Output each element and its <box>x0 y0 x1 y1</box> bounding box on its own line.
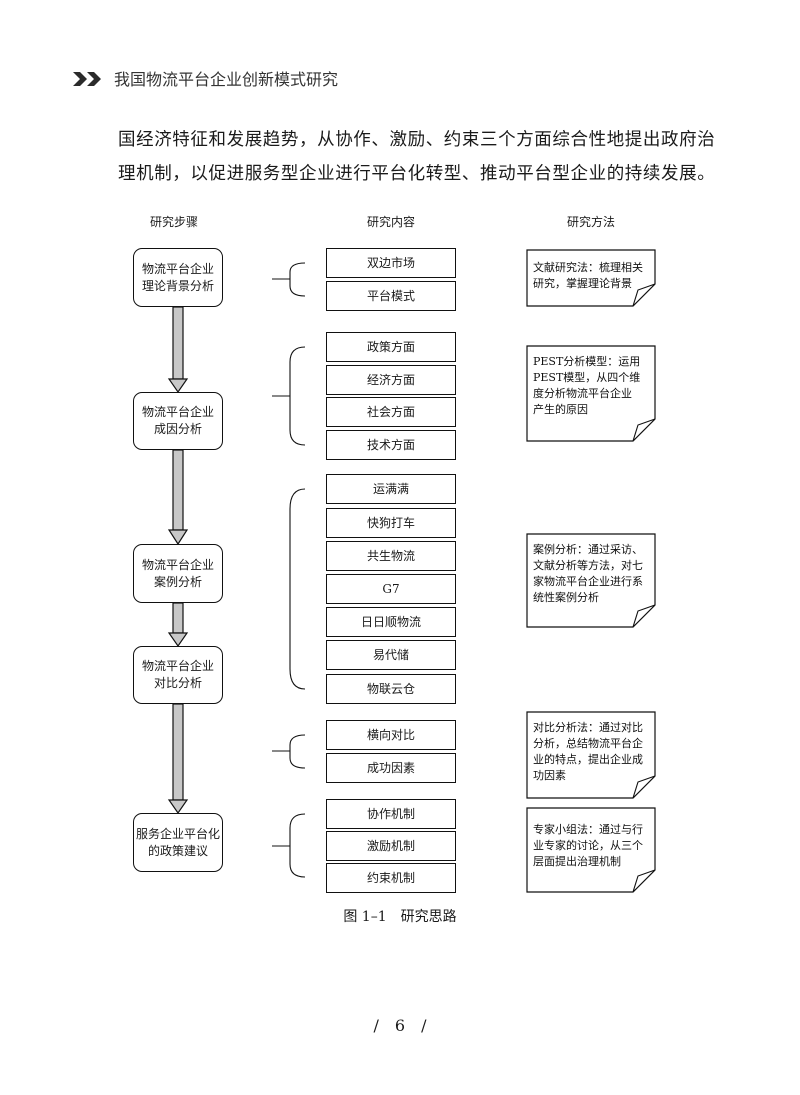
chevron-double-icon <box>73 72 101 86</box>
content-item: 双边市场 <box>326 248 456 278</box>
running-header-title: 我国物流平台企业创新模式研究 <box>114 70 339 89</box>
content-item: 平台模式 <box>326 281 456 311</box>
content-item: G7 <box>326 574 456 604</box>
method-note: PEST分析模型：运用 PEST模型，从四个维 度分析物流平台企业 产生的原因 <box>533 355 641 416</box>
method-note: 案例分析：通过采访、 文献分析等方法，对七 家物流平台企业进行系 统性案例分析 <box>533 543 643 604</box>
method-note: 对比分析法：通过对比 分析，总结物流平台企 业的特点，提出企业成 功因素 <box>533 721 643 782</box>
content-item: 社会方面 <box>326 397 456 427</box>
content-item: 日日顺物流 <box>326 607 456 637</box>
method-note: 文献研究法：梳理相关 研究，掌握理论背景 <box>533 261 643 290</box>
column-title-steps: 研究步骤 <box>150 215 199 229</box>
column-title-content: 研究内容 <box>367 215 416 229</box>
content-item: 易代储 <box>326 640 456 670</box>
body-text-line-2: 理机制，以促进服务型企业进行平台化转型、推动平台型企业的持续发展。 <box>118 164 716 184</box>
step-box: 物流平台企业 成因分析 <box>133 392 223 450</box>
page-number: / 6 / <box>373 1016 427 1035</box>
content-item: 激励机制 <box>326 831 456 861</box>
content-item: 政策方面 <box>326 332 456 362</box>
content-item: 成功因素 <box>326 753 456 783</box>
content-item: 技术方面 <box>326 430 456 460</box>
figure-caption: 图 1–1 研究思路 <box>343 909 457 925</box>
step-box: 物流平台企业 案例分析 <box>133 544 223 603</box>
content-item: 快狗打车 <box>326 508 456 538</box>
step-box: 服务企业平台化 的政策建议 <box>133 813 223 872</box>
content-item: 协作机制 <box>326 799 456 829</box>
content-item: 共生物流 <box>326 541 456 571</box>
method-note: 专家小组法：通过与行 业专家的讨论，从三个 层面提出治理机制 <box>533 823 643 868</box>
content-item: 横向对比 <box>326 720 456 750</box>
content-item: 运满满 <box>326 474 456 504</box>
content-item: 物联云仓 <box>326 674 456 704</box>
step-box: 物流平台企业 理论背景分析 <box>133 248 223 307</box>
step-box: 物流平台企业 对比分析 <box>133 646 223 704</box>
content-item: 约束机制 <box>326 863 456 893</box>
body-text-line-1: 国经济特征和发展趋势，从协作、激励、约束三个方面综合性地提出政府治 <box>118 130 716 150</box>
content-item: 经济方面 <box>326 365 456 395</box>
column-title-methods: 研究方法 <box>567 215 616 229</box>
